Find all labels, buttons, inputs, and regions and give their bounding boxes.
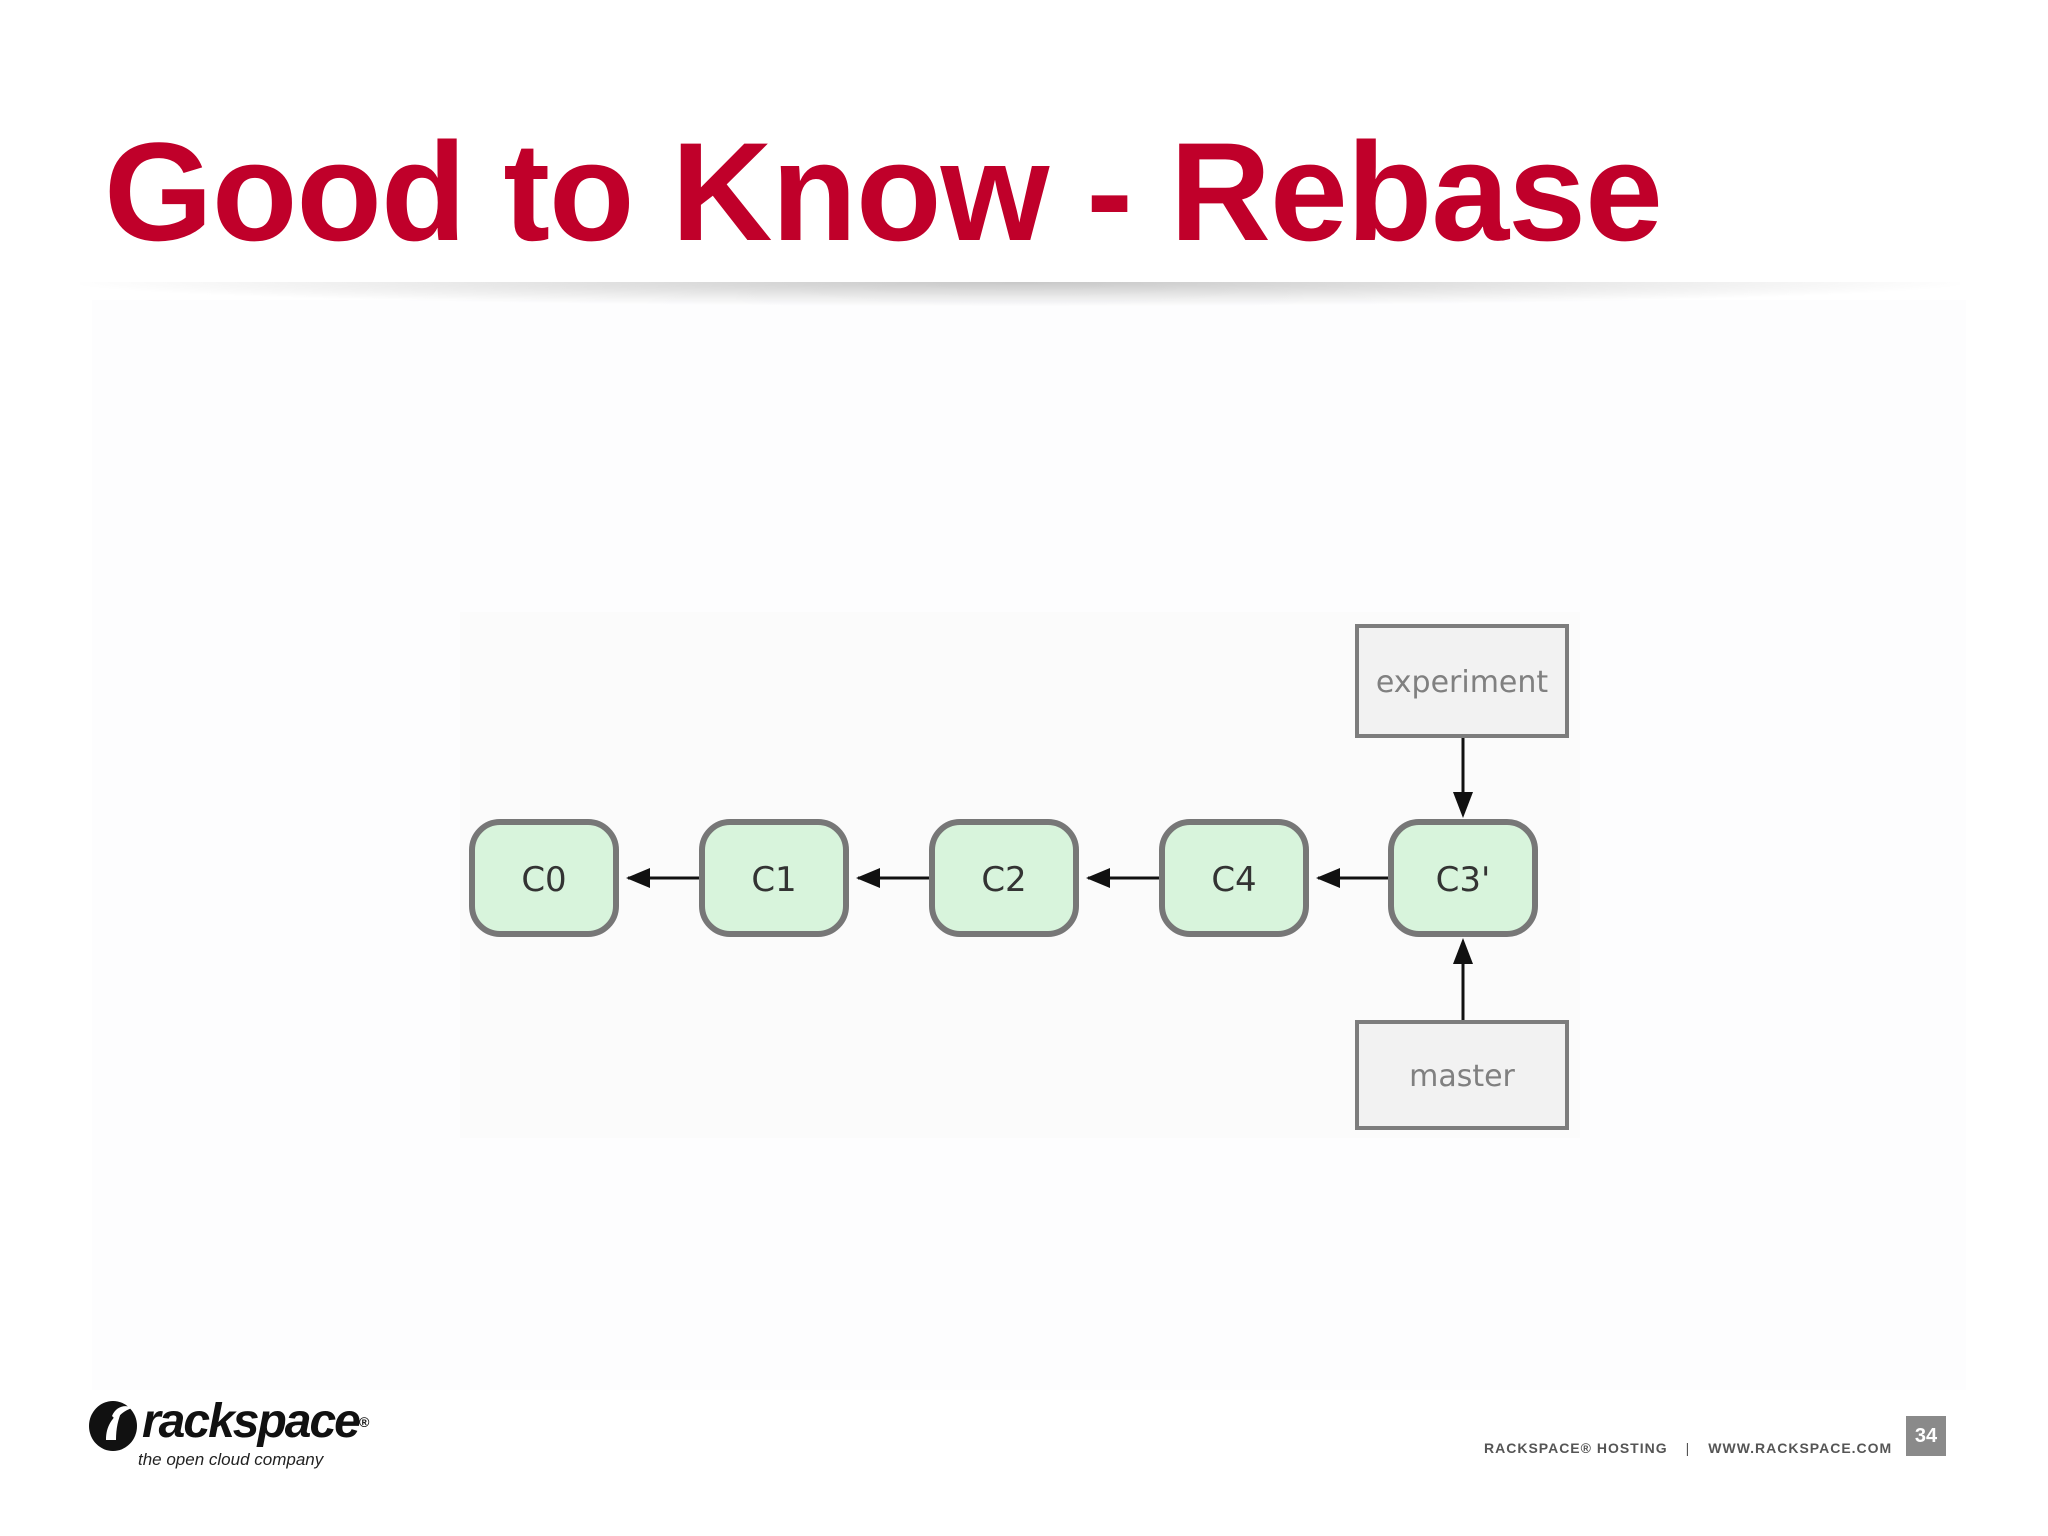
rackspace-logo: rackspace® the open cloud company <box>86 1392 369 1472</box>
logo-tagline: the open cloud company <box>138 1450 324 1469</box>
page-number-badge: 34 <box>1906 1416 1946 1456</box>
commit-c1-box <box>699 819 849 937</box>
logo-registered-mark: ® <box>358 1414 370 1430</box>
commit-c2: C2 <box>929 819 1079 937</box>
slide-title: Good to Know - Rebase <box>104 113 1663 270</box>
commit-c2-box <box>929 819 1079 937</box>
commit-c1-label: C1 <box>751 860 796 900</box>
git-rebase-diagram: C0 C1 C2 C4 C3' experiment master <box>469 624 1569 1130</box>
commit-c0-box <box>469 819 619 937</box>
ref-master-box <box>1355 1020 1569 1130</box>
rackspace-mark-icon <box>89 1401 137 1451</box>
ref-experiment-label: experiment <box>1376 665 1549 700</box>
commit-c1: C1 <box>699 819 849 937</box>
footer-company: RACKSPACE® HOSTING <box>1484 1440 1668 1456</box>
commit-c0-label: C0 <box>521 860 566 900</box>
arrowhead-c2 <box>1086 868 1110 888</box>
footer-text: RACKSPACE® HOSTING | WWW.RACKSPACE.COM <box>1484 1438 1892 1458</box>
commit-c3-prime: C3' <box>1388 819 1538 937</box>
commit-c0: C0 <box>469 819 619 937</box>
logo-wordmark: rackspace® <box>142 1394 369 1450</box>
footer-separator: | <box>1685 1440 1691 1456</box>
commit-c4: C4 <box>1159 819 1309 937</box>
commit-c4-label: C4 <box>1211 860 1256 900</box>
arrowhead-c0 <box>626 868 650 888</box>
footer-website: WWW.RACKSPACE.COM <box>1708 1440 1893 1456</box>
ref-experiment: experiment <box>1355 624 1569 738</box>
ref-master: master <box>1355 1020 1569 1130</box>
arrowhead-experiment <box>1453 792 1473 818</box>
logo-wordmark-text: rackspace <box>142 1395 361 1448</box>
title-divider <box>80 282 1960 306</box>
commit-c2-label: C2 <box>981 860 1026 900</box>
commit-c3-prime-label: C3' <box>1436 860 1491 900</box>
commit-arrows <box>626 738 1473 1020</box>
commit-c4-box <box>1159 819 1309 937</box>
arrowhead-master <box>1453 938 1473 964</box>
ref-master-label: master <box>1409 1059 1515 1094</box>
ref-experiment-box <box>1355 624 1569 738</box>
commit-c3-prime-box <box>1388 819 1538 937</box>
arrowhead-c1 <box>856 868 880 888</box>
arrowhead-c4 <box>1316 868 1340 888</box>
